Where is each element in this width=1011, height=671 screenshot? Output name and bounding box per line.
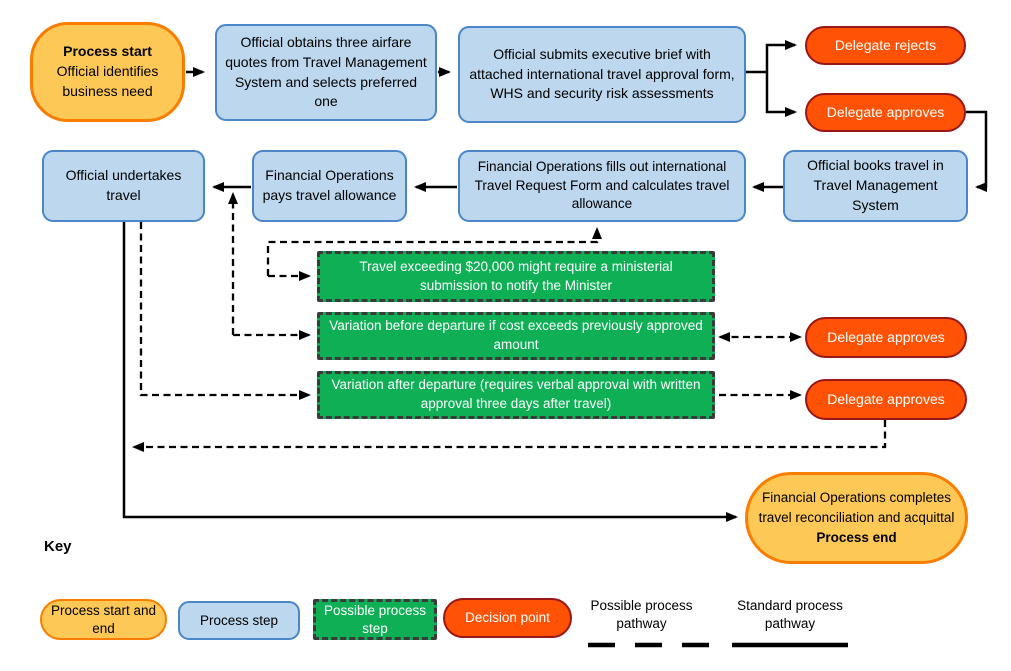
node-undertakes-travel: Official undertakes travel	[42, 150, 205, 222]
variation-before-text: Variation before departure if cost excee…	[329, 318, 703, 352]
travel-exceeding-text: Travel exceeding $20,000 might require a…	[359, 258, 673, 293]
legend-possible-pathway-label: Possible process pathway	[590, 598, 693, 632]
legend-process-step-text: Process step	[199, 612, 279, 628]
node-delegate-approves-top: Delegate approves	[805, 93, 966, 132]
legend-heading: Key	[44, 538, 72, 555]
connector-dashed-approves-to-mainline	[132, 420, 887, 452]
node-obtain-quotes: Official obtains three airfare quotes fr…	[215, 24, 437, 121]
node-process-start: Process start Official identifies busine…	[30, 22, 185, 122]
legend-start-end: Process start and end	[40, 599, 167, 640]
node-travel-exceeding: Travel exceeding $20,000 might require a…	[317, 251, 715, 302]
connector-dashed-exceeding-to-fills	[266, 227, 602, 276]
books-travel-text: Official books travel in Travel Manageme…	[807, 157, 944, 213]
node-delegate-approves-low: Delegate approves	[805, 379, 967, 420]
delegate-rejects-text: Delegate rejects	[834, 36, 937, 53]
fills-form-text: Financial Operations fills out internati…	[474, 159, 730, 212]
legend-start-end-text: Process start and end	[50, 602, 157, 636]
legend-standard-pathway-label: Standard process pathway	[737, 598, 843, 632]
legend-decision-point-text: Decision point	[465, 610, 550, 626]
process-end-text: Financial Operations completes travel re…	[758, 489, 955, 525]
submit-brief-text: Official submits executive brief with at…	[469, 45, 735, 102]
legend-possible-step-text: Possible process step	[323, 602, 427, 636]
obtain-quotes-text: Official obtains three airfare quotes fr…	[225, 33, 427, 110]
connector-dashed-undertakes-to-variation-after	[139, 222, 311, 400]
connector-brief-to-approves	[765, 72, 797, 117]
node-variation-before: Variation before departure if cost excee…	[317, 312, 715, 360]
process-start-title: Process start	[63, 43, 152, 60]
pays-allowance-text: Financial Operations pays travel allowan…	[262, 167, 397, 203]
connector-undertakes-to-end	[122, 222, 738, 522]
delegate-approves-mid-text: Delegate approves	[827, 328, 945, 345]
legend-process-step: Process step	[178, 601, 300, 640]
connector-approves-to-books	[966, 110, 988, 192]
node-submit-brief: Official submits executive brief with at…	[458, 26, 746, 123]
node-books-travel: Official books travel in Travel Manageme…	[783, 150, 968, 222]
node-delegate-approves-mid: Delegate approves	[805, 317, 967, 358]
node-pays-allowance: Financial Operations pays travel allowan…	[252, 150, 407, 222]
node-variation-after: Variation after departure (requires verb…	[317, 371, 715, 419]
delegate-approves-top-text: Delegate approves	[826, 103, 945, 120]
delegate-approves-low-text: Delegate approves	[827, 390, 945, 407]
process-start-text: Official identifies business need	[56, 63, 159, 99]
connector-brief-to-rejects	[765, 40, 797, 72]
node-fills-form: Financial Operations fills out internati…	[458, 150, 746, 222]
variation-after-text: Variation after departure (requires verb…	[331, 377, 701, 411]
undertakes-travel-text: Official undertakes travel	[65, 167, 182, 203]
legend-decision-point: Decision point	[443, 598, 572, 638]
legend-possible-step: Possible process step	[313, 599, 437, 640]
process-end-title: Process end	[816, 530, 897, 546]
node-delegate-rejects: Delegate rejects	[805, 26, 966, 65]
node-process-end: Financial Operations completes travel re…	[745, 472, 968, 564]
